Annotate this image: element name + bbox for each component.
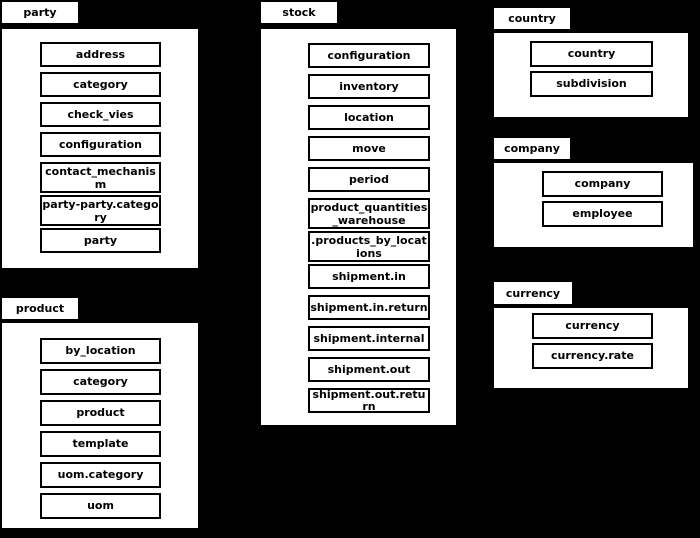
node-product-category[interactable]: category — [40, 369, 161, 395]
group-tab-currency[interactable]: currency — [492, 280, 574, 306]
node-subdivision[interactable]: subdivision — [530, 71, 653, 97]
node-currency[interactable]: currency — [532, 313, 653, 339]
group-items-stock: configuration inventory location move pe… — [308, 43, 430, 419]
group-tab-stock[interactable]: stock — [259, 0, 339, 25]
node-address[interactable]: address — [40, 42, 161, 67]
node-shipment-in[interactable]: shipment.in — [308, 264, 430, 289]
node-product[interactable]: product — [40, 400, 161, 426]
node-employee[interactable]: employee — [542, 201, 663, 227]
node-category[interactable]: category — [40, 72, 161, 97]
node-configuration[interactable]: configuration — [40, 132, 161, 157]
node-template[interactable]: template — [40, 431, 161, 457]
group-items-product: by_location category product template uo… — [40, 338, 161, 524]
group-tab-country[interactable]: country — [492, 6, 572, 31]
node-shipment-out-return[interactable]: shipment.out.return — [308, 388, 430, 413]
node-party-party-category[interactable]: party-party.category — [40, 195, 161, 226]
node-company[interactable]: company — [542, 171, 663, 197]
group-items-company: company employee — [542, 171, 663, 231]
node-check-vies[interactable]: check_vies — [40, 102, 161, 127]
node-move[interactable]: move — [308, 136, 430, 161]
node-uom[interactable]: uom — [40, 493, 161, 519]
node-by-location[interactable]: by_location — [40, 338, 161, 364]
group-tab-party[interactable]: party — [0, 0, 80, 25]
group-tab-company[interactable]: company — [492, 136, 572, 161]
node-products-by-locations[interactable]: .products_by_locations — [308, 231, 430, 262]
node-shipment-in-return[interactable]: shipment.in.return — [308, 295, 430, 320]
node-product-quantities-warehouse[interactable]: product_quantities_warehouse — [308, 198, 430, 229]
group-items-country: country subdivision — [530, 41, 653, 101]
group-items-party: address category check_vies configuratio… — [40, 42, 161, 258]
group-items-currency: currency currency.rate — [532, 313, 653, 373]
node-inventory[interactable]: inventory — [308, 74, 430, 99]
node-uom-category[interactable]: uom.category — [40, 462, 161, 488]
node-currency-rate[interactable]: currency.rate — [532, 343, 653, 369]
node-location[interactable]: location — [308, 105, 430, 130]
node-period[interactable]: period — [308, 167, 430, 192]
node-contact-mechanism[interactable]: contact_mechanism — [40, 162, 161, 193]
node-stock-configuration[interactable]: configuration — [308, 43, 430, 68]
node-shipment-internal[interactable]: shipment.internal — [308, 326, 430, 351]
node-country[interactable]: country — [530, 41, 653, 67]
group-tab-product[interactable]: product — [0, 296, 80, 321]
node-party[interactable]: party — [40, 228, 161, 253]
node-shipment-out[interactable]: shipment.out — [308, 357, 430, 382]
